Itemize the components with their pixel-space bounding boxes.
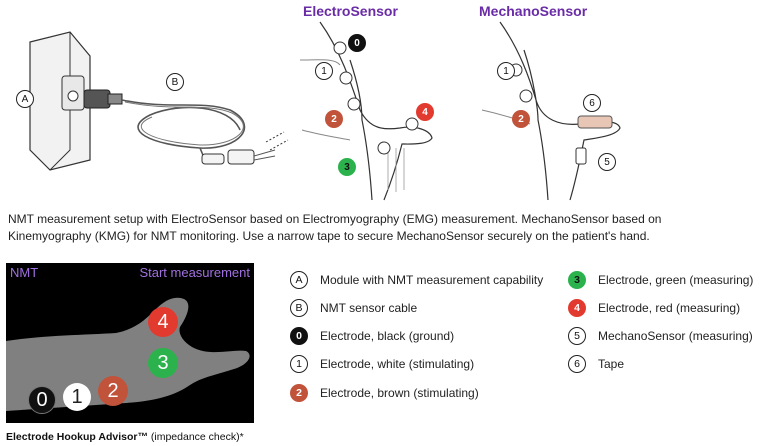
advisor-caption-title: Electrode Hookup Advisor™ (6, 431, 148, 443)
electrosensor-hand-drawing (300, 21, 433, 201)
mechano-label-6: 6 (583, 94, 601, 112)
mechano-label-5: 5 (598, 153, 616, 171)
hookup-advisor-panel: NMT Start measurement 4 3 2 1 0 (6, 263, 254, 423)
electrode-label-1: 1 (315, 62, 333, 80)
electrode-label-2: 2 (325, 110, 343, 128)
label-a: A (16, 90, 34, 108)
legend-text: Module with NMT measurement capability (320, 273, 544, 287)
legend-text: Tape (598, 357, 625, 371)
legend-badge: 5 (568, 327, 586, 345)
legend-item: A Module with NMT measurement capability (290, 270, 543, 290)
mechanosensor-title: MechanoSensor (479, 3, 588, 19)
legend-item: 5 MechanoSensor (measuring) (568, 326, 753, 346)
electrode-label-3: 3 (338, 158, 356, 176)
legend-item: 6 Tape (568, 354, 624, 374)
electrosensor-title: ElectroSensor (303, 3, 398, 19)
legend-item: 1 Electrode, white (stimulating) (290, 354, 474, 374)
legend-text: Electrode, brown (stimulating) (320, 386, 479, 400)
legend-text: NMT sensor cable (320, 301, 418, 315)
electrode-label-4: 4 (416, 103, 434, 121)
hand-silhouette (6, 297, 250, 411)
legend-item: B NMT sensor cable (290, 298, 417, 318)
legend-badge: 6 (568, 355, 586, 373)
mechano-label-2: 2 (512, 110, 530, 128)
advisor-marker-2: 2 (98, 376, 128, 406)
advisor-caption-note: (impedance check)* (147, 431, 244, 443)
label-b: B (166, 73, 184, 91)
legend-badge: 0 (290, 327, 308, 345)
legend-badge: 1 (290, 355, 308, 373)
legend-item: 3 Electrode, green (measuring) (568, 270, 753, 290)
advisor-caption: Electrode Hookup Advisor™ (impedance che… (6, 431, 244, 443)
advisor-marker-0: 0 (28, 386, 56, 414)
legend-item: 0 Electrode, black (ground) (290, 326, 454, 346)
legend-text: MechanoSensor (measuring) (598, 329, 753, 343)
setup-illustration: A B ElectroSensor 0 1 2 3 4 MechanoSenso… (0, 0, 768, 205)
legend-text: Electrode, red (measuring) (598, 301, 741, 315)
legend-badge: A (290, 271, 308, 289)
advisor-marker-4: 4 (148, 307, 178, 337)
legend-item: 4 Electrode, red (measuring) (568, 298, 740, 318)
legend-text: Electrode, white (stimulating) (320, 357, 475, 371)
legend-text: Electrode, green (measuring) (598, 273, 754, 287)
advisor-marker-3: 3 (148, 348, 178, 378)
electrode-label-0: 0 (348, 34, 366, 52)
mechano-label-1: 1 (497, 62, 515, 80)
panel-title-nmt: NMT (10, 265, 39, 280)
advisor-marker-1: 1 (63, 383, 91, 411)
mechanosensor-hand-drawing (481, 21, 621, 201)
nmt-module-and-cable-drawing (29, 31, 289, 171)
legend-badge: 3 (568, 271, 586, 289)
setup-caption: NMT measurement setup with ElectroSensor… (8, 212, 662, 243)
panel-title-start-measurement: Start measurement (139, 265, 250, 280)
legend-text: Electrode, black (ground) (320, 329, 455, 343)
legend-badge: 4 (568, 299, 586, 317)
legend-item: 2 Electrode, brown (stimulating) (290, 383, 479, 403)
legend-badge: B (290, 299, 308, 317)
legend-badge: 2 (290, 384, 308, 402)
